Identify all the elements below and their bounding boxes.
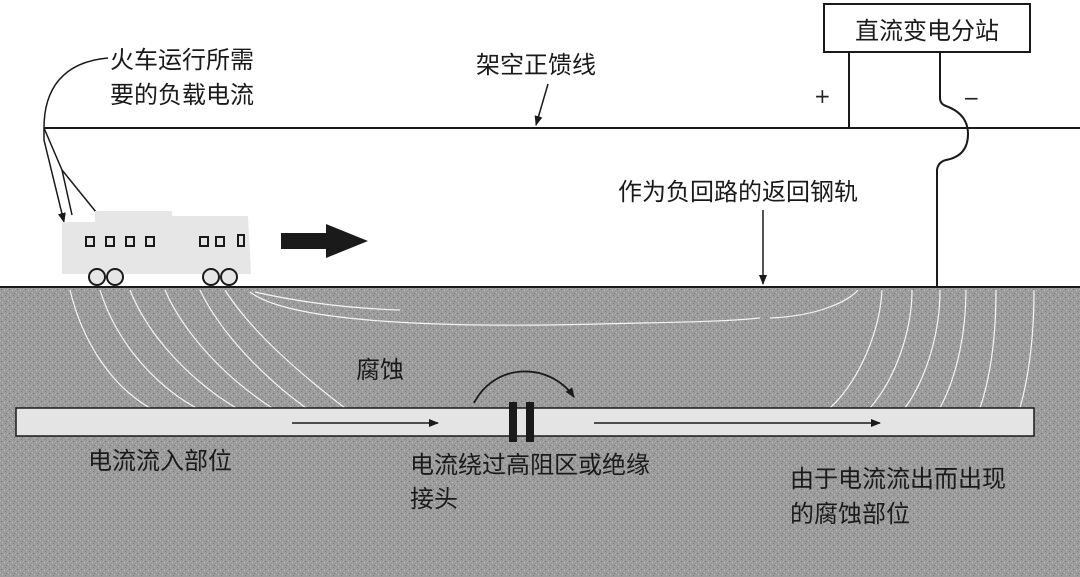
pantograph-left (61, 169, 73, 216)
return-rail-label: 作为负回路的返回钢轨 (618, 178, 858, 206)
stray-current-lines (69, 289, 1035, 409)
travel-direction-arrow (281, 224, 368, 258)
buried-pipe (15, 407, 1035, 437)
current-entry-label: 电流流入部位 (88, 447, 232, 475)
bypass-label-line2: 接头 (410, 485, 458, 513)
substation-label: 直流变电分站 (855, 16, 999, 45)
plus-sign: + (814, 84, 831, 108)
negative-lead (936, 53, 970, 287)
load-current-label-line2: 要的负载电流 (110, 81, 254, 109)
pantograph-right (61, 169, 97, 213)
load-current-leader (43, 57, 109, 223)
bypass-label-line1: 电流绕过高阻区或绝缘 (410, 451, 650, 479)
corrosion-exit-label-line1: 由于电流流出而出现 (790, 465, 1006, 493)
train (62, 211, 251, 286)
bypass-arc-arrow (473, 370, 575, 404)
load-current-label-line1: 火车运行所需 (110, 46, 254, 74)
overhead-feeder-label: 架空正馈线 (476, 51, 596, 79)
pantograph-mast (43, 127, 63, 171)
dc-substation-box: 直流变电分站 (823, 3, 1031, 53)
minus-sign: − (963, 86, 980, 110)
corrosion-label: 腐蚀 (356, 356, 404, 384)
insulating-joint-left (509, 402, 517, 442)
corrosion-exit-label-line2: 的腐蚀部位 (790, 500, 910, 528)
feeder-leader (534, 83, 549, 126)
insulating-joint-right (526, 402, 534, 442)
